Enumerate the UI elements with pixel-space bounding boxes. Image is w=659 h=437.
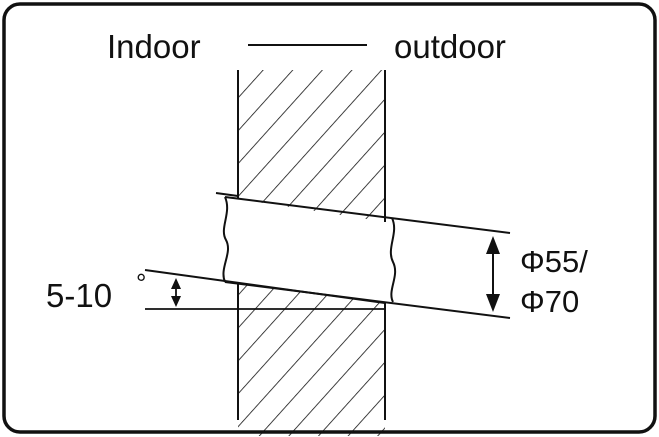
sleeve-bottom-edge	[144, 269, 386, 304]
pipe-break-right	[389, 217, 397, 303]
diameter-label-line1: Φ55/	[520, 244, 588, 279]
degree-symbol: °	[136, 268, 146, 298]
pipe	[144, 192, 511, 319]
diameter-label-line2: Φ70	[520, 284, 579, 319]
pipe-break-left	[222, 196, 229, 283]
outdoor-label: outdoor	[394, 28, 506, 65]
diameter-dimension	[486, 236, 500, 312]
diameter-arrow-down	[486, 294, 500, 312]
sleeve-top-edge	[215, 192, 239, 197]
pipe-top-edge	[224, 196, 511, 234]
wall-lower-hatch	[238, 284, 385, 436]
angle-reference	[145, 278, 385, 310]
diameter-arrow-up	[486, 236, 500, 254]
wall-section	[238, 70, 385, 436]
angle-arrow-up	[171, 278, 181, 289]
indoor-label: Indoor	[107, 28, 201, 65]
angle-arrow-down	[171, 296, 181, 307]
angle-label: 5-10	[46, 277, 112, 314]
wall-outline	[237, 70, 386, 420]
wall-upper-hatch	[238, 70, 385, 222]
